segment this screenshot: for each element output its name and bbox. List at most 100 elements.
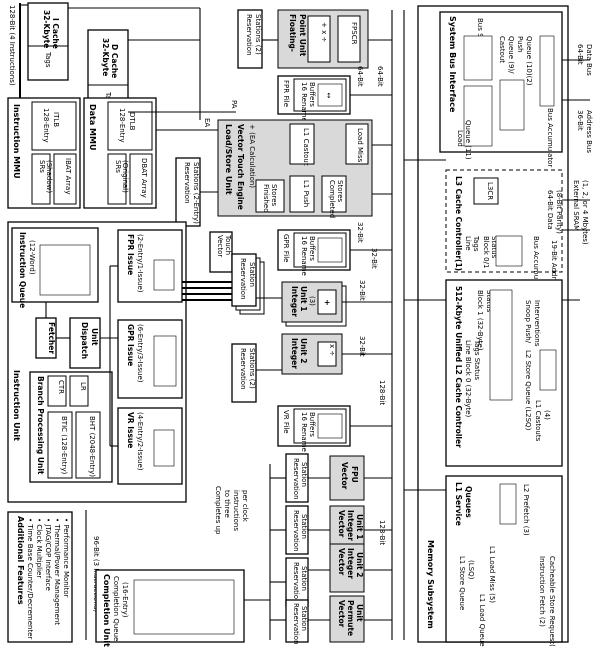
completed-stores-1: Completed	[328, 180, 336, 218]
fpr-64bit-label: 64-Bit	[356, 66, 364, 87]
instruction-unit-label: Instruction Unit	[12, 370, 21, 441]
additional-features: Additional Features • Time Base Counter/…	[7, 511, 73, 643]
iu1-label-3: (3)	[308, 296, 316, 306]
srs-original-1: SRs	[114, 160, 122, 173]
iu1-label-1: Integer	[290, 286, 299, 317]
iu2-label-1: Integer	[290, 338, 299, 369]
system-bus-interface: System Bus Interface Bus Store Queue Cas…	[439, 11, 563, 167]
l1sq-label-2: Queues	[464, 486, 473, 518]
iu1-label-2: Unit 1	[299, 286, 308, 311]
iq-label-2: (12-Word)	[28, 240, 36, 275]
lr-label: LR	[79, 382, 87, 391]
gpr-issue-2: (6-Entry/3-Issue)	[136, 324, 144, 383]
iu1-ops: +	[324, 298, 330, 307]
l1-service-queues: L1 Service Queues L1 Store Queue (LSQ) L…	[445, 475, 563, 647]
fetcher: Fetcher	[35, 317, 57, 359]
gpr-32bit-label-2: 32-Bit	[370, 248, 378, 269]
gpr-rb-1: 16 Rename	[300, 236, 308, 276]
data-bus-1: 64-Bit	[576, 44, 584, 65]
gpr-issue-1: GPR Issue	[126, 324, 135, 366]
vr-rb-1: 16 Rename	[300, 412, 308, 452]
fetcher-label: Fetcher	[47, 322, 56, 354]
finished-stores-2: Stores	[270, 184, 278, 207]
integer-unit-1: Integer Unit 1 (3) +	[281, 281, 347, 327]
l3-status: Status	[490, 236, 498, 259]
memory-subsystem-label: Memory Subsystem	[426, 540, 435, 629]
fpr-rb-1: 16 Rename	[300, 82, 308, 122]
af-item-2: • Clock Multiplier	[35, 518, 43, 578]
l3-label: L3 Cache Controller(1)	[454, 176, 463, 271]
l3-data-1: 64-Bit Data	[546, 190, 554, 230]
lq-2: Queue (11)	[464, 120, 472, 160]
vp-rs-1: Reservation	[292, 603, 300, 645]
coq-1: Castout	[498, 36, 506, 63]
bpu-label: Branch Processing Unit	[36, 376, 45, 475]
srs-shadow-1: SRs	[38, 160, 46, 173]
fp-reservation-stations: Reservation Stations (2)	[237, 9, 263, 69]
instruction-queue: Instruction Queue (12-Word)	[11, 227, 99, 308]
vtq-label-1: Vector	[216, 235, 224, 257]
gpr-file: GPR File 16 Rename Buffers	[277, 229, 351, 276]
branch-processing-unit: Branch Processing Unit CTR LR BTIC (128-…	[29, 371, 113, 483]
dispatch-label-2: Unit	[90, 328, 99, 346]
vp-rs-2: Station	[300, 606, 308, 631]
load-miss-label: Load Miss	[356, 128, 364, 163]
dtlb-label-2: DTLB	[128, 112, 136, 131]
sram-2: (1, 2, or 4 Mbytes)	[581, 180, 589, 245]
vr-issue-2: (4-Entry/2-Issue)	[136, 412, 144, 471]
l2-prefetch: L2 Prefetch (3)	[522, 484, 530, 536]
vector-permute-group: Reservation Station Vector Permute Unit	[285, 595, 365, 645]
cq-label-2: (16-Entry)	[121, 582, 129, 618]
int-rs-1: Reservation	[239, 258, 247, 300]
srs-shadow-2: (Shadow)	[45, 160, 53, 193]
itlb-label-2: ITLB	[52, 112, 60, 127]
completes-1: Completes up	[214, 486, 222, 535]
fpr-64bit-label-2: 64-Bit	[376, 66, 384, 87]
fpr-issue-2: (2-Entry/1-Issue)	[136, 234, 144, 293]
res-stations-2entry: Reservation Stations (2-Entry)	[175, 157, 201, 227]
vfpu-rs-1: Reservation	[292, 458, 300, 500]
l3-address: 19-Bit Address	[550, 240, 558, 291]
vi2-rs-1: Reservation	[292, 562, 300, 604]
cacheable-store: Cacheable Store Request(1)	[548, 556, 556, 647]
fp-rs-label-2: Stations (2)	[254, 14, 262, 55]
int-rs2-1: Reservation	[239, 348, 247, 390]
iu-32bit-label-2: 32-Bit	[358, 336, 366, 357]
icache-label-1: 32-Kbyte	[42, 10, 51, 48]
gpr-32bit-label: 32-Bit	[356, 222, 364, 243]
sbi-label: System Bus Interface	[448, 16, 457, 113]
completes-3: instructions	[232, 490, 240, 531]
completion-unit: Completion Unit Completion Queue (16-Ent…	[95, 569, 245, 647]
dtlb-label-1: 128-Entry	[118, 108, 126, 143]
l1-castouts-1: L1 Castouts	[534, 400, 542, 442]
sram-1: External SRAM	[572, 180, 580, 231]
gpr-issue: GPR Issue (6-Entry/3-Issue)	[117, 319, 183, 399]
l3-block: Block 0/1	[482, 236, 490, 268]
dispatch-unit: Dispatch Unit	[69, 317, 101, 369]
fpu-label-1: Floating-	[288, 14, 297, 52]
srs-original-2: (Original)	[121, 160, 129, 193]
gpr-rb-2: Buffers	[308, 236, 316, 261]
vr-issue: VR Issue (4-Entry/2-Issue)	[117, 407, 183, 485]
vi1-label-2: Integer	[346, 510, 355, 541]
snoop-1: Snoop Push/	[524, 300, 532, 344]
rs2e-label-2: Stations (2-Entry)	[192, 162, 200, 224]
vfpu-label-1: Vector	[340, 462, 349, 490]
fpr-issue-1: FPR Issue	[126, 234, 135, 275]
completed-stores-2: Stores	[336, 180, 344, 203]
itlb-label-1: 128-Entry	[42, 108, 50, 143]
addr-bus-1: 36-Bit	[576, 110, 584, 131]
completes-2: to three	[223, 490, 231, 518]
iu-32bit-label: 32-Bit	[358, 280, 366, 301]
dispatch-label-1: Dispatch	[80, 322, 89, 359]
fpu-label-2: Point Unit	[298, 14, 307, 57]
l3-line: Line	[464, 236, 472, 251]
data-mmu-label: Data MMU	[88, 104, 97, 150]
vi1-rs-1: Reservation	[292, 510, 300, 552]
vfpu-rs-2: Station	[300, 462, 308, 487]
vi2-label-2: Integer	[346, 548, 355, 579]
af-item-5: • Performance Monitor	[62, 518, 70, 598]
lsq-1: L1 Store Queue	[458, 556, 466, 610]
